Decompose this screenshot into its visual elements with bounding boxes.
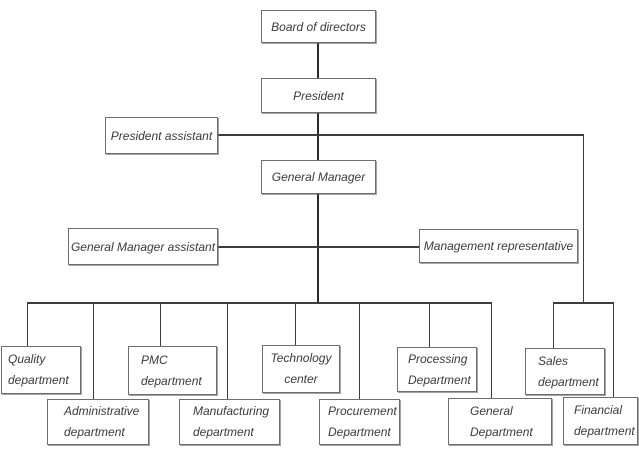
node-label: Procurement Department [328, 404, 397, 439]
node-label: Quality department [8, 352, 69, 387]
connector-gma-mgmtrep-line [218, 246, 419, 248]
node-pmc-department: PMC department [128, 346, 217, 395]
node-manufacturing-department: Manufacturing department [179, 399, 280, 445]
node-financial-department: Financial department [563, 397, 638, 445]
drop-processing [428, 302, 430, 347]
node-administrative-department: Administrative department [47, 399, 149, 445]
node-label: Financial department [574, 403, 635, 438]
node-president: President [261, 78, 376, 113]
connector-board-president [317, 42, 319, 78]
node-board-of-directors: Board of directors [261, 10, 376, 43]
connector-president-assistant-line [218, 134, 584, 136]
node-sales-department: Sales department [525, 348, 605, 395]
drop-pmc [159, 302, 161, 346]
node-label: Board of directors [271, 19, 366, 34]
drop-manufacturing [226, 302, 228, 399]
node-label: President [293, 88, 344, 103]
drop-quality [26, 302, 28, 346]
connector-right-bus [553, 302, 614, 304]
connector-main-bus [27, 302, 492, 304]
connector-gm-bus [317, 193, 319, 303]
node-general-department: General Department [448, 398, 552, 445]
node-quality-department: Quality department [1, 346, 81, 394]
node-label: Administrative department [64, 404, 140, 439]
node-label: Technology center [270, 351, 332, 386]
node-label: PMC department [141, 352, 202, 388]
node-procurement-department: Procurement Department [319, 399, 400, 445]
node-president-assistant: President assistant [105, 117, 218, 154]
drop-procurement [358, 302, 360, 399]
node-general-manager-assistant: General Manager assistant [68, 228, 218, 265]
node-label: President assistant [110, 128, 213, 143]
node-label: Sales department [538, 353, 599, 389]
connector-right-vertical [582, 134, 584, 303]
node-label: General Manager [271, 170, 366, 184]
node-label: Management representative [423, 239, 574, 253]
drop-administrative [92, 302, 94, 399]
node-processing-department: Processing Department [397, 347, 477, 392]
node-management-representative: Management representative [419, 229, 578, 263]
node-general-manager: General Manager [261, 160, 376, 194]
drop-technology [294, 302, 296, 345]
drop-sales [552, 302, 554, 348]
node-label: General Manager assistant [70, 239, 216, 254]
node-label: Manufacturing department [193, 404, 270, 439]
connector-president-gm [317, 112, 319, 160]
node-technology-center: Technology center [262, 345, 340, 393]
drop-financial [612, 302, 614, 397]
node-label: Processing Department [408, 351, 471, 387]
drop-general [490, 302, 492, 398]
node-label: General Department [470, 403, 533, 439]
